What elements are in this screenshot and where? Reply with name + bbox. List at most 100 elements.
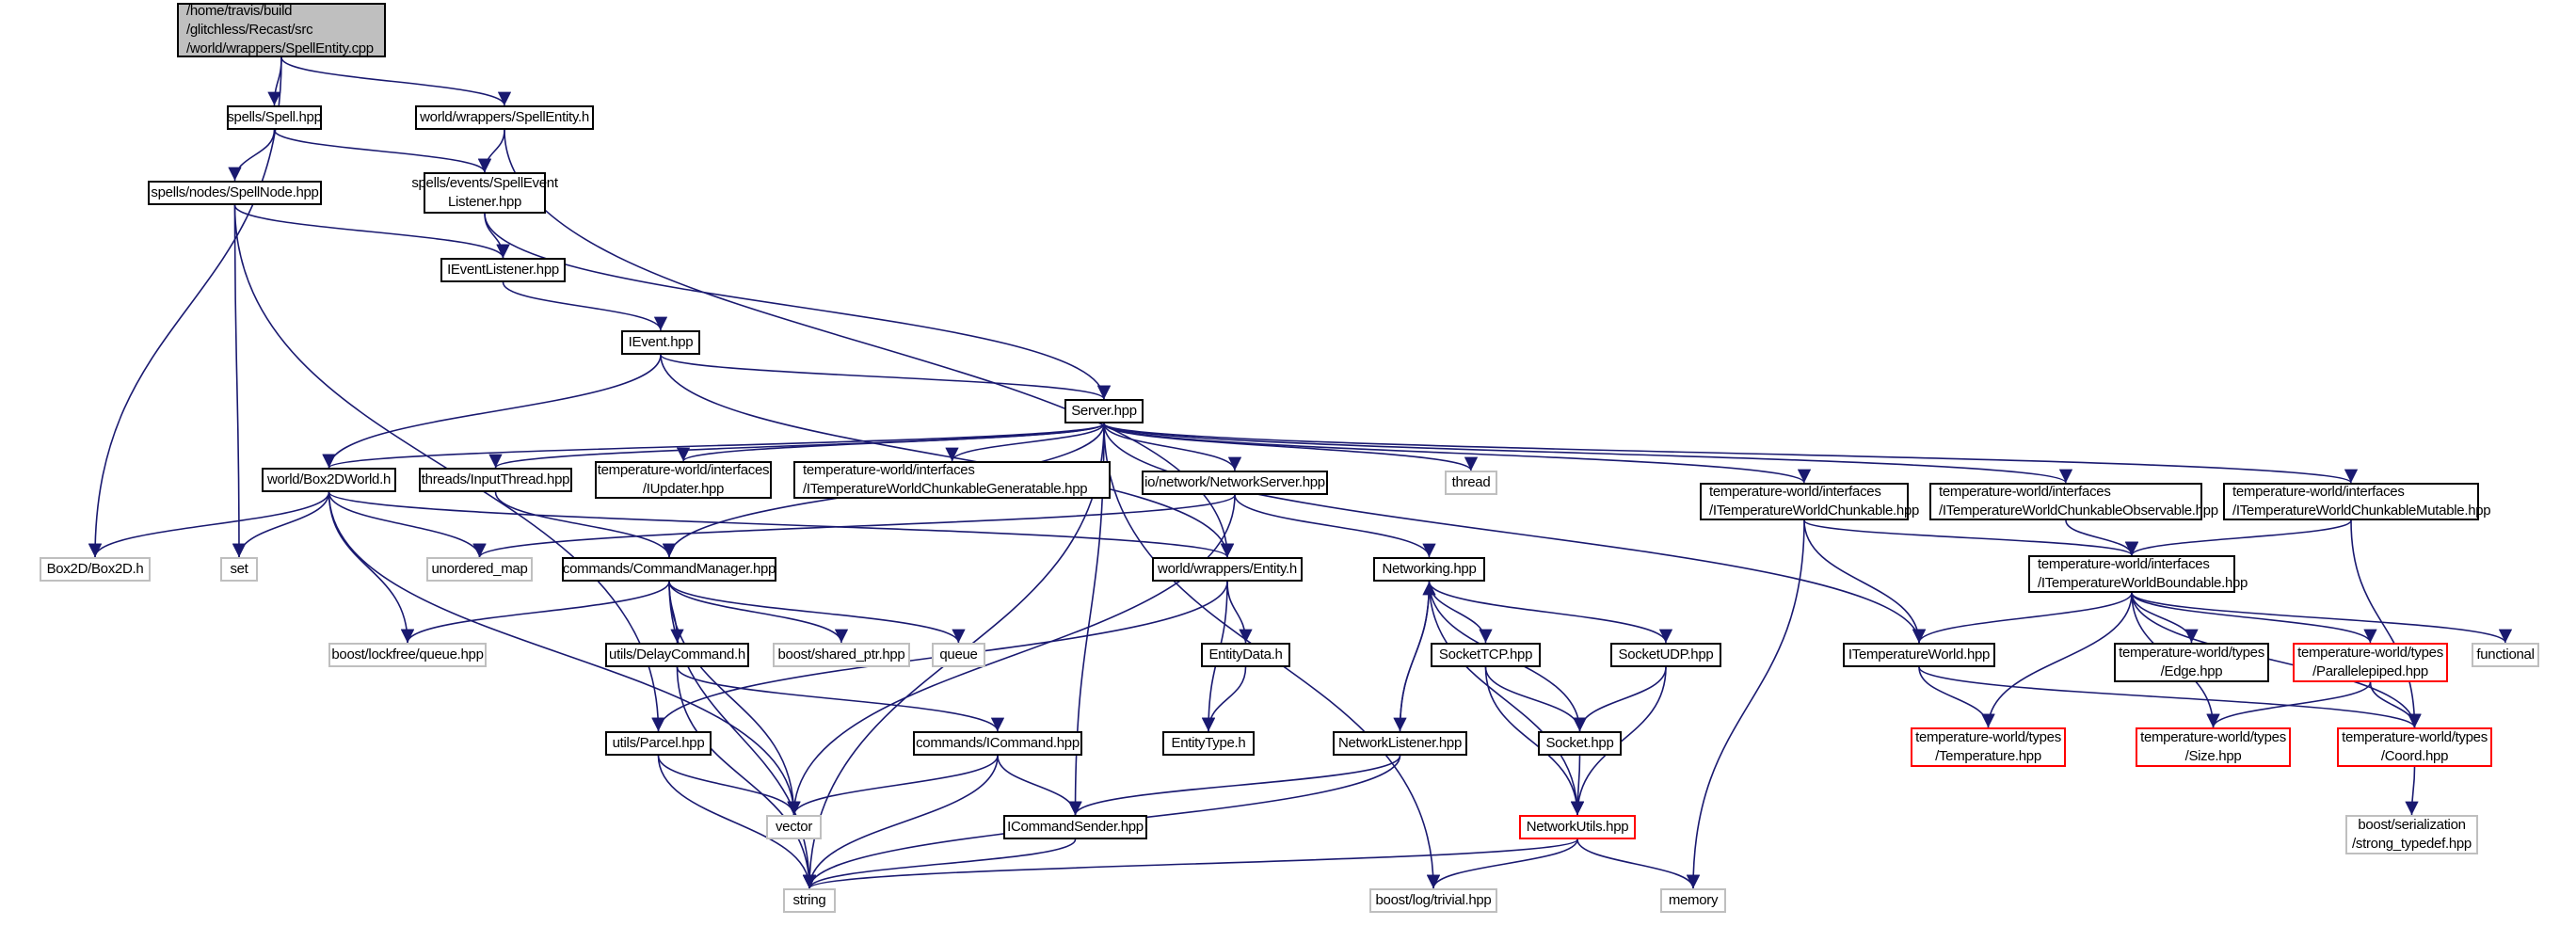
edge-parallelepiped-to-size: [2206, 681, 2372, 728]
edge-networklistener-to-icmdsender: [1068, 755, 1401, 816]
node-lockfree[interactable]: boost/lockfree/queue.hpp: [328, 643, 487, 667]
edge-boundable-to-itempworld: [1912, 592, 2133, 644]
edge-boundable-to-temperature: [1981, 592, 2133, 728]
edge-spellentity_h-to-spelleventlistener: [477, 129, 505, 173]
node-cmdmanager[interactable]: commands/CommandManager.hpp: [562, 557, 776, 582]
edge-spell-to-spellnode: [228, 129, 276, 182]
edge-box2dworld-to-box2d: [88, 491, 330, 558]
edge-networkserver-to-networking: [1234, 494, 1436, 558]
edge-boundable-to-functional: [2131, 592, 2512, 644]
node-spellentity-h[interactable]: world/wrappers/SpellEntity.h: [415, 105, 594, 130]
edge-spellnode-to-set: [232, 204, 247, 558]
edge-sockettcp-to-networkutils: [1484, 666, 1585, 816]
node-boundable[interactable]: temperature-world/interfaces /ITemperatu…: [2028, 555, 2248, 593]
edge-server-to-itempworld: [1103, 423, 1927, 644]
node-entitydata[interactable]: EntityData.h: [1201, 643, 1290, 667]
node-itempworld[interactable]: ITemperatureWorld.hpp: [1843, 643, 1995, 667]
node-chunkable[interactable]: temperature-world/interfaces /ITemperatu…: [1700, 483, 1919, 520]
edge-box2dworld-to-entity: [328, 491, 1234, 558]
edge-chunkable-to-memory: [1686, 519, 1805, 889]
node-networkserver[interactable]: io/network/NetworkServer.hpp: [1142, 471, 1328, 495]
edge-box2dworld-to-set: [232, 491, 330, 558]
edge-chunkable-to-boundable: [1803, 519, 2138, 556]
node-icmdsender[interactable]: ICommandSender.hpp: [1003, 815, 1147, 839]
node-spell[interactable]: spells/Spell.hpp: [227, 105, 322, 130]
edge-root-to-box2d: [88, 56, 282, 558]
node-chunkgen[interactable]: temperature-world/interfaces /ITemperatu…: [793, 461, 1111, 499]
node-root[interactable]: /home/travis/build /glitchless/Recast/sr…: [177, 3, 386, 57]
node-ieventlistener[interactable]: IEventListener.hpp: [440, 258, 566, 282]
edge-chunkmut-to-coord: [2350, 519, 2422, 728]
edge-socket-to-networkutils: [1570, 755, 1585, 816]
edge-networking-to-networkutils: [1428, 581, 1585, 816]
node-socketudp[interactable]: SocketUDP.hpp: [1610, 643, 1721, 667]
node-queue[interactable]: queue: [932, 643, 985, 667]
node-networkutils[interactable]: NetworkUtils.hpp: [1519, 815, 1636, 839]
node-networklistener[interactable]: NetworkListener.hpp: [1333, 731, 1467, 756]
edge-spellnode-to-ieventlistener: [233, 204, 510, 259]
edge-networkserver-to-unordered_map: [472, 494, 1236, 558]
node-parallelepiped[interactable]: temperature-world/types /Parallelepiped.…: [2293, 643, 2448, 682]
edge-coord-to-strongtypedef: [2405, 766, 2419, 816]
edge-networkutils-to-memory: [1576, 838, 1701, 889]
node-spelleventlistener[interactable]: spells/events/SpellEvent Listener.hpp: [411, 172, 558, 214]
node-sharedptr[interactable]: boost/shared_ptr.hpp: [773, 643, 910, 667]
edge-networkutils-to-string: [803, 838, 1578, 889]
node-chunkmut[interactable]: temperature-world/interfaces /ITemperatu…: [2223, 483, 2491, 520]
edge-cmdmanager-to-queue: [668, 581, 966, 644]
edge-parcel-to-vector: [657, 755, 801, 816]
edge-parcel-to-string: [657, 755, 817, 889]
node-unordered-map[interactable]: unordered_map: [426, 557, 533, 582]
node-temperature[interactable]: temperature-world/types /Temperature.hpp: [1911, 727, 2066, 767]
edge-server-to-chunkobs: [1103, 423, 2072, 484]
edge-icmdsender-to-string: [802, 838, 1077, 889]
edge-server-to-networkserver: [1103, 423, 1242, 471]
node-ievent[interactable]: IEvent.hpp: [621, 330, 700, 355]
node-vector[interactable]: vector: [766, 815, 822, 839]
node-logtrivial[interactable]: boost/log/trivial.hpp: [1369, 888, 1497, 913]
node-string[interactable]: string: [783, 888, 836, 913]
edge-icommand-to-string: [802, 755, 999, 889]
node-memory[interactable]: memory: [1660, 888, 1726, 913]
edge-root-to-spellentity_h: [280, 56, 512, 106]
edge-networking-to-socketudp: [1428, 581, 1673, 644]
node-strongtypedef[interactable]: boost/serialization /strong_typedef.hpp: [2345, 815, 2478, 854]
node-networking[interactable]: Networking.hpp: [1373, 557, 1485, 582]
edge-box2dworld-to-vector: [328, 491, 801, 816]
node-entity[interactable]: world/wrappers/Entity.h: [1152, 557, 1303, 582]
edge-ievent-to-entity: [660, 354, 1235, 558]
edge-icommand-to-icmdsender: [997, 755, 1082, 816]
node-size[interactable]: temperature-world/types /Size.hpp: [2136, 727, 2291, 767]
edge-icommand-to-vector: [787, 755, 999, 816]
node-functional[interactable]: functional: [2472, 643, 2539, 667]
node-sockettcp[interactable]: SocketTCP.hpp: [1431, 643, 1541, 667]
node-edge[interactable]: temperature-world/types /Edge.hpp: [2114, 643, 2269, 682]
node-box2dworld[interactable]: world/Box2DWorld.h: [262, 468, 396, 492]
edge-socketudp-to-networkutils: [1570, 666, 1667, 816]
node-chunkobs[interactable]: temperature-world/interfaces /ITemperatu…: [1929, 483, 2218, 520]
edge-box2dworld-to-unordered_map: [328, 491, 487, 558]
edge-ieventlistener-to-ievent: [502, 281, 668, 331]
node-spellnode[interactable]: spells/nodes/SpellNode.hpp: [148, 181, 322, 205]
node-entitytype[interactable]: EntityType.h: [1162, 731, 1255, 756]
node-socket[interactable]: Socket.hpp: [1538, 731, 1622, 756]
node-coord[interactable]: temperature-world/types /Coord.hpp: [2337, 727, 2492, 767]
node-inputthread[interactable]: threads/InputThread.hpp: [419, 468, 572, 492]
edge-boundable-to-coord: [2131, 592, 2422, 728]
edge-chunkable-to-itempworld: [1803, 519, 1927, 644]
edge-spell-to-spelleventlistener: [273, 129, 492, 173]
node-parcel[interactable]: utils/Parcel.hpp: [605, 731, 712, 756]
node-icommand[interactable]: commands/ICommand.hpp: [913, 731, 1082, 756]
node-delaycmd[interactable]: utils/DelayCommand.h: [605, 643, 749, 667]
node-iupdater[interactable]: temperature-world/interfaces /IUpdater.h…: [595, 461, 772, 499]
edge-chunkmut-to-boundable: [2124, 519, 2352, 556]
edge-itempworld-to-coord: [1918, 666, 2422, 728]
node-server[interactable]: Server.hpp: [1064, 399, 1144, 423]
node-set[interactable]: set: [220, 557, 258, 582]
edge-spelleventlistener-to-ieventlistener: [484, 213, 510, 259]
node-box2d[interactable]: Box2D/Box2D.h: [40, 557, 151, 582]
node-thread[interactable]: thread: [1445, 471, 1497, 495]
edge-socketudp-to-socket: [1573, 666, 1667, 732]
